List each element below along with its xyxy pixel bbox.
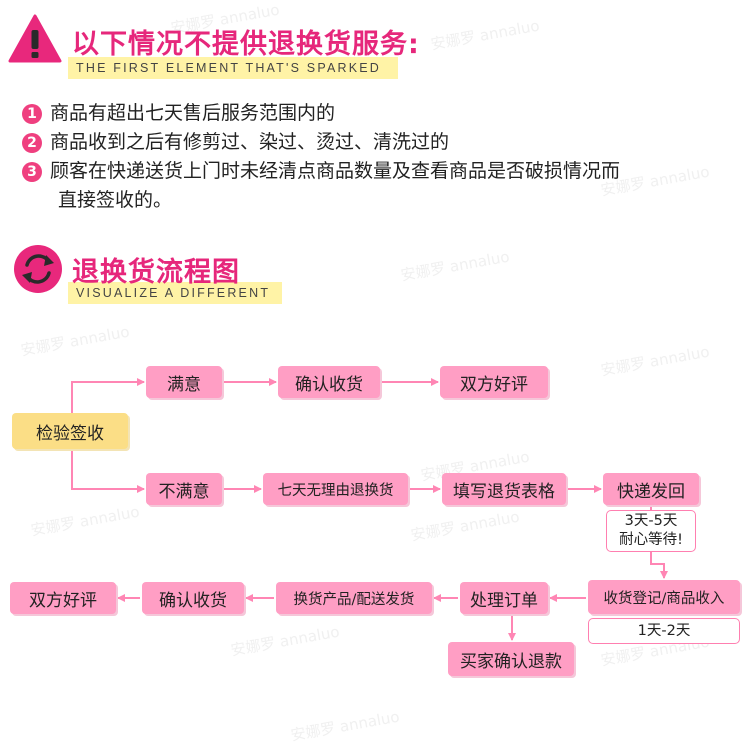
rule-text: 顾客在快递送货上门时未经清点商品数量及查看商品是否破损情况而 — [50, 160, 621, 182]
wait-time-note: 3天-5天 耐心等待! — [606, 510, 696, 552]
flow-step-inspect: 检验签收 — [12, 413, 128, 449]
wait-days: 3天-5天 — [624, 513, 678, 529]
flow-step-unsatisfied: 不满意 — [146, 473, 222, 505]
number-badge: 1 — [22, 104, 42, 124]
register-time-note: 1天-2天 — [588, 618, 740, 644]
refresh-cycle-icon — [14, 245, 62, 293]
flow-step-seven-day-return: 七天无理由退换货 — [263, 473, 408, 505]
flow-step-register: 收货登记/商品收入 — [588, 580, 740, 614]
flow-step-buyer-refund: 买家确认退款 — [448, 642, 574, 676]
flow-step-ship-exchange: 换货产品/配送发货 — [276, 582, 432, 614]
wait-message: 耐心等待! — [619, 532, 683, 548]
flow-step-confirm-receipt-bottom: 确认收货 — [142, 582, 244, 614]
section-subtitle-1: THE FIRST ELEMENT THAT'S SPARKED — [76, 61, 382, 75]
flow-step-good-review-top: 双方好评 — [440, 366, 548, 398]
number-badge: 3 — [22, 162, 42, 182]
rule-item-3: 3 顾客在快递送货上门时未经清点商品数量及查看商品是否破损情况而 — [22, 156, 620, 183]
title-highlight — [68, 282, 282, 304]
flow-step-confirm-receipt-top: 确认收货 — [278, 366, 380, 398]
rule-text: 商品有超出七天售后服务范围内的 — [50, 102, 336, 124]
title-highlight — [68, 57, 398, 79]
warning-icon — [8, 14, 62, 63]
flow-step-good-review-bottom: 双方好评 — [10, 582, 116, 614]
flow-step-process-order: 处理订单 — [460, 582, 548, 614]
rule-item-1: 1 商品有超出七天售后服务范围内的 — [22, 98, 335, 125]
section-title-no-return: 以下情况不提供退换货服务: — [72, 29, 420, 60]
flow-step-satisfied: 满意 — [146, 366, 222, 398]
flow-step-fill-form: 填写退货表格 — [442, 473, 566, 505]
number-badge: 2 — [22, 133, 42, 153]
rule-text: 商品收到之后有修剪过、染过、烫过、清洗过的 — [50, 131, 450, 153]
rule-item-2: 2 商品收到之后有修剪过、染过、烫过、清洗过的 — [22, 127, 449, 154]
flow-step-express-return: 快递发回 — [603, 473, 699, 505]
section-title-return-flow: 退换货流程图 — [72, 257, 240, 288]
rule-item-3-continued: 直接签收的。 — [58, 189, 173, 211]
section-subtitle-2: VISUALIZE A DIFFERENT — [76, 286, 271, 300]
